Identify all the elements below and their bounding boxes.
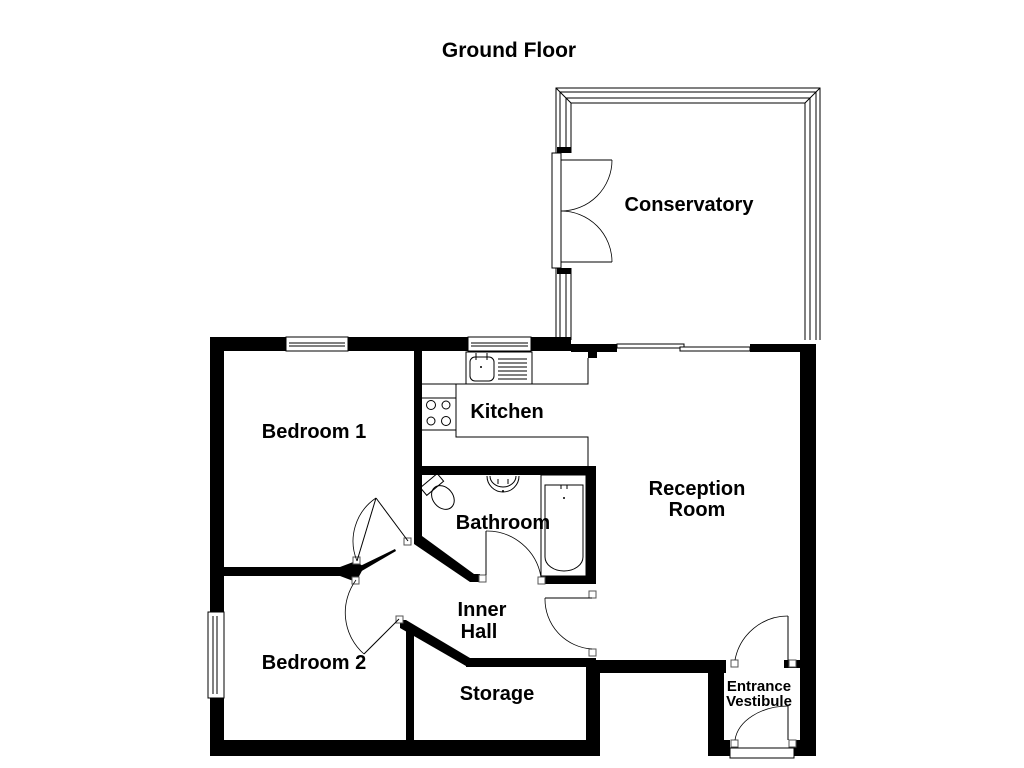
- bath-icon: [540, 474, 587, 577]
- window-bedroom-1: [285, 336, 349, 352]
- room-label-inner-hall-line-1: Inner: [458, 599, 507, 621]
- window-kitchen: [467, 336, 532, 352]
- bedroom-1-door[interactable]: [352, 497, 412, 565]
- room-label-bedroom-2: Bedroom 2: [262, 652, 366, 674]
- conservatory-structure: [551, 87, 821, 340]
- floor-title: Ground Floor: [442, 39, 576, 62]
- room-label-storage: Storage: [460, 683, 534, 705]
- reception-door[interactable]: [544, 590, 597, 657]
- room-label-kitchen: Kitchen: [470, 401, 543, 423]
- vestibule-front-door[interactable]: [729, 705, 797, 759]
- room-label-bedroom-1: Bedroom 1: [262, 421, 366, 443]
- sink-icon: [465, 351, 533, 385]
- room-label-entrance-line-2: Vestibule: [726, 693, 792, 710]
- window-bedroom-2: [207, 611, 225, 699]
- room-label-inner-hall-line-2: Hall: [461, 621, 498, 643]
- room-label-reception-line-1: Reception: [649, 478, 746, 500]
- conservatory-double-door[interactable]: [560, 159, 613, 263]
- room-label-conservatory: Conservatory: [625, 194, 755, 216]
- room-label-reception-line-2: Room: [669, 499, 726, 521]
- bedroom-2-door[interactable]: [344, 576, 404, 655]
- room-label-entrance-line-1: Entrance: [727, 678, 791, 695]
- bathroom-door[interactable]: [478, 530, 546, 585]
- room-label-bathroom: Bathroom: [456, 512, 550, 534]
- interior-walls: [224, 351, 596, 744]
- sliding-door-reception[interactable]: [616, 343, 751, 352]
- toilet-icon: [419, 472, 455, 510]
- vestibule-inner-door[interactable]: [730, 615, 797, 668]
- hob-icon: [426, 400, 451, 426]
- exterior-walls: [210, 337, 816, 756]
- wash-basin-icon: [486, 475, 520, 493]
